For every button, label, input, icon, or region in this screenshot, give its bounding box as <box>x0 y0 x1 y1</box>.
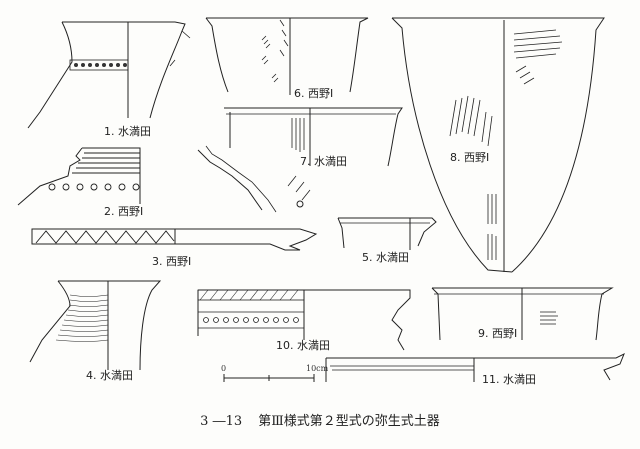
label-fig-1: 1. 水満田 <box>104 125 151 138</box>
scale-bar <box>223 374 315 382</box>
pottery-drawing-7 <box>197 107 403 213</box>
label-fig-11: 11. 水満田 <box>482 373 536 386</box>
label-fig-4: 4. 水満田 <box>86 369 133 382</box>
scale-end: 10cm <box>306 364 329 373</box>
label-fig-10: 10. 水満田 <box>276 339 330 352</box>
label-fig-6: 6. 西野Ⅰ <box>294 87 334 100</box>
label-fig-2: 2. 西野Ⅰ <box>104 205 144 218</box>
pottery-drawing-5 <box>337 217 437 250</box>
figure-caption: 3 ―13 第Ⅲ様式第２型式の弥生式土器 <box>0 410 640 429</box>
pottery-drawing-11 <box>325 352 625 382</box>
scale-start: 0 <box>221 364 227 373</box>
pottery-drawing-6 <box>205 17 369 95</box>
pottery-drawing-2 <box>17 147 141 206</box>
pottery-drawing-3 <box>31 228 318 251</box>
label-fig-9: 9. 西野Ⅰ <box>478 327 518 340</box>
label-fig-7: 7. 水満田 <box>300 155 347 168</box>
pottery-drawing-8 <box>391 17 605 273</box>
pottery-drawing-1 <box>27 21 191 129</box>
caption-title: 第Ⅲ様式第２型式の弥生式土器 <box>258 414 440 429</box>
label-fig-8: 8. 西野Ⅰ <box>450 151 490 164</box>
pottery-drawing-9 <box>431 287 614 341</box>
label-fig-5: 5. 水満田 <box>362 251 409 264</box>
pottery-drawing-10 <box>197 289 411 351</box>
caption-number: 3 ―13 <box>200 414 243 429</box>
pottery-drawing-4 <box>29 280 162 371</box>
label-fig-3: 3. 西野Ⅰ <box>152 255 192 268</box>
